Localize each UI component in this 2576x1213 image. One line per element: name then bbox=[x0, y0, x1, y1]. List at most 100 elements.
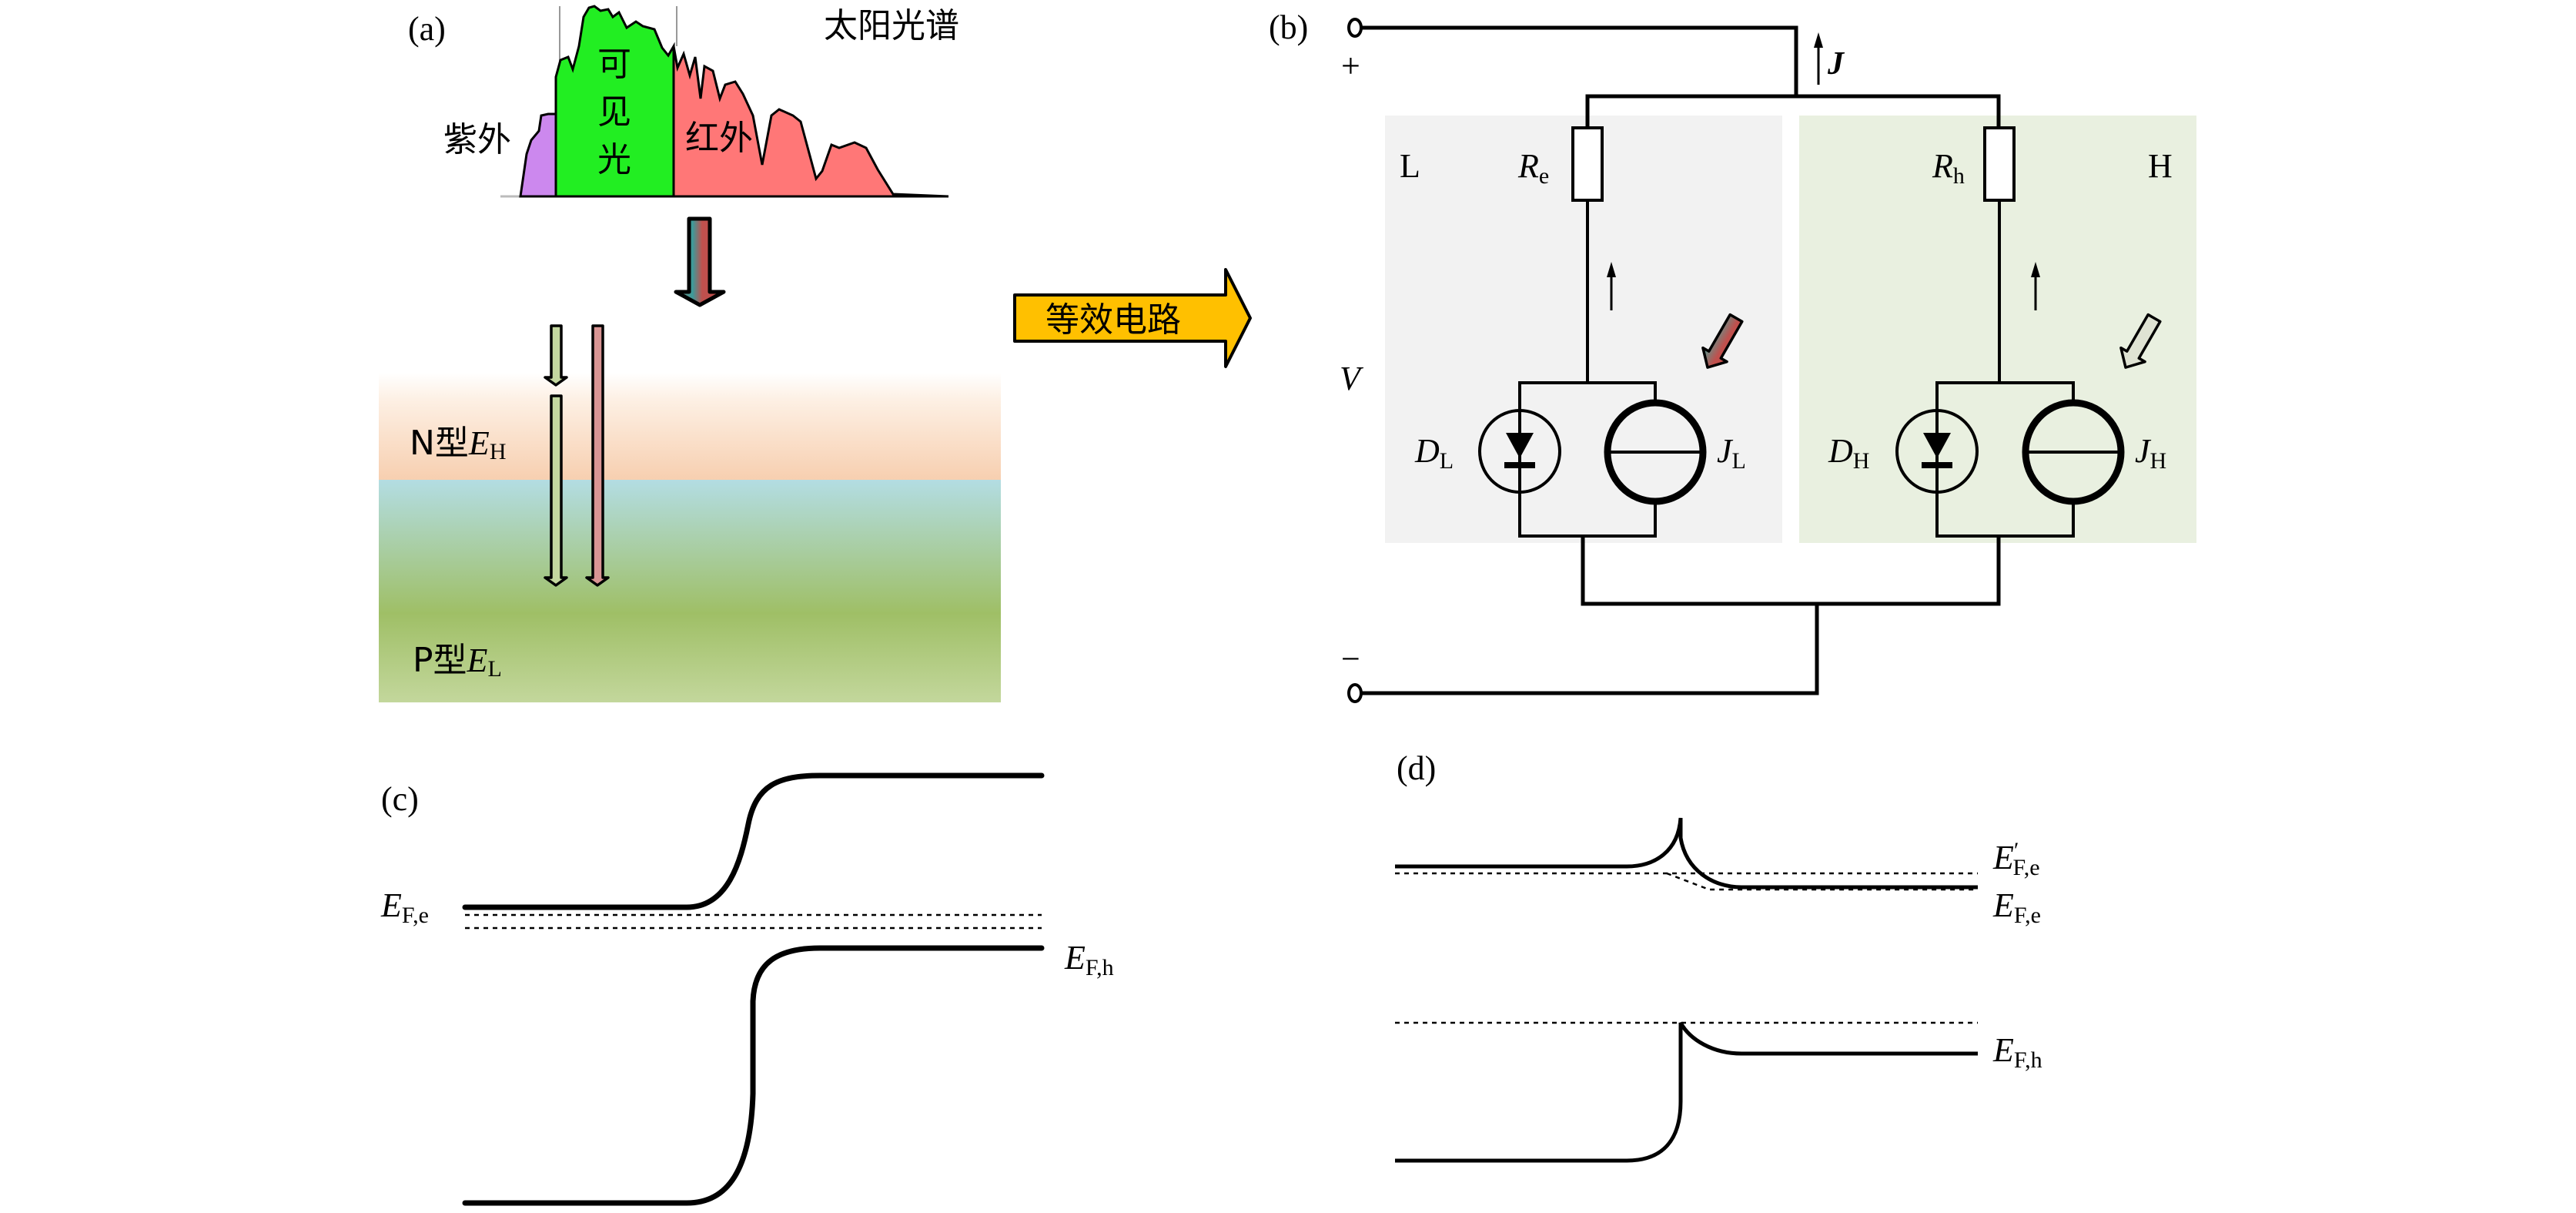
panel-c-label: (c) bbox=[381, 780, 419, 818]
branch-wire-top bbox=[1585, 94, 2001, 128]
p-type-prefix: P型 bbox=[413, 641, 467, 680]
n-type-subscript: H bbox=[490, 439, 507, 464]
diode-dl-bar bbox=[1504, 462, 1535, 468]
efe-prime-label-d: E′F,e bbox=[1992, 838, 2040, 880]
bottom-wire bbox=[1361, 604, 1819, 695]
re-symbol: R bbox=[1517, 147, 1539, 185]
n-type-label: N型EH bbox=[410, 424, 506, 464]
jl-symbol: J bbox=[1717, 432, 1734, 470]
negative-terminal bbox=[1347, 683, 1363, 703]
arrow-label: 等效电路 bbox=[1045, 300, 1181, 340]
jh-subscript: H bbox=[2150, 448, 2167, 474]
rh-subscript: h bbox=[1953, 163, 1965, 189]
plus-sign: + bbox=[1341, 47, 1360, 85]
resistor-re bbox=[1571, 126, 1604, 202]
block-h-box-bottom bbox=[1935, 490, 2075, 538]
efe-d-symbol: E bbox=[1992, 886, 2014, 924]
resistor-re-label: Re bbox=[1517, 147, 1549, 189]
resistor-rh-label: Rh bbox=[1932, 147, 1965, 189]
spectrum-title: 太阳光谱 bbox=[824, 6, 959, 45]
branch-wire-bottom bbox=[1581, 536, 2001, 606]
uv-label: 紫外 bbox=[443, 120, 511, 159]
panel-a-label: (a) bbox=[408, 10, 446, 48]
block-l-name: L bbox=[1400, 147, 1420, 185]
panel-d: (d) E′F,e EF,e EF,h bbox=[1395, 749, 2042, 1163]
block-h-box-top bbox=[1935, 381, 2075, 416]
visible-label-char-1: 可 bbox=[597, 45, 631, 84]
efh-c-symbol: E bbox=[1064, 939, 1086, 977]
p-type-symbol: E bbox=[467, 642, 488, 679]
positive-terminal bbox=[1347, 18, 1363, 38]
source-jh-label: JH bbox=[2135, 432, 2166, 474]
ir-label: 红外 bbox=[685, 119, 753, 158]
efe-label-d: EF,e bbox=[1992, 886, 2041, 928]
source-jl-label: JL bbox=[1717, 432, 1746, 474]
valence-band-c bbox=[462, 945, 1045, 1206]
equivalent-circuit-arrow: 等效电路 bbox=[1013, 268, 1252, 368]
panel-c: (c) EF,e EF,h bbox=[380, 772, 1114, 1206]
n-type-layer bbox=[379, 373, 1001, 480]
efe-prime-mark: ′ bbox=[2014, 838, 2019, 863]
efe-label-c: EF,e bbox=[380, 886, 429, 928]
efe-c-subscript: F,e bbox=[402, 903, 429, 928]
efh-label-d: EF,h bbox=[1992, 1031, 2042, 1073]
panel-a: (a) 太阳光谱 紫外 可 见 光 红外 N型EH P型EL bbox=[379, 5, 1001, 702]
total-current-arrowhead bbox=[1814, 32, 1823, 48]
jl-subscript: L bbox=[1732, 448, 1746, 474]
dl-subscript: L bbox=[1440, 448, 1454, 474]
n-type-symbol: E bbox=[468, 424, 490, 462]
resistor-rh bbox=[1983, 126, 2016, 202]
block-l-box-top bbox=[1518, 381, 1657, 416]
total-current-label: J bbox=[1827, 46, 1845, 82]
efe-prime-symbol: E bbox=[1992, 839, 2014, 876]
p-type-subscript: L bbox=[487, 656, 501, 682]
solar-spectrum: 太阳光谱 紫外 可 见 光 红外 bbox=[443, 5, 959, 198]
efe-c-symbol: E bbox=[380, 886, 402, 924]
arrow-shape bbox=[1013, 268, 1252, 368]
efh-c-subscript: F,h bbox=[1086, 955, 1114, 980]
conduction-band-d bbox=[1395, 817, 1978, 890]
top-wire bbox=[1361, 25, 1798, 96]
rh-symbol: R bbox=[1932, 147, 1953, 185]
visible-region bbox=[554, 5, 675, 198]
voltage-label: V bbox=[1340, 360, 1364, 397]
block-l: L Re DL JL bbox=[1400, 126, 1746, 538]
efe-prime-subscript: F,e bbox=[2012, 855, 2039, 880]
efe-line-d bbox=[1666, 872, 1978, 891]
block-h-current-arrowhead bbox=[2031, 262, 2040, 277]
diode-dh-triangle bbox=[1923, 433, 1951, 458]
minus-sign: − bbox=[1341, 640, 1360, 678]
efe-d-subscript: F,e bbox=[2014, 903, 2041, 928]
panel-d-label: (d) bbox=[1397, 749, 1436, 787]
valence-band-d bbox=[1395, 1021, 1978, 1163]
block-l-light-arrow bbox=[1701, 313, 1744, 369]
jh-symbol: J bbox=[2135, 432, 2152, 470]
ir-region bbox=[672, 45, 949, 198]
visible-label-char-3: 光 bbox=[597, 140, 631, 179]
ir-photon-arrow bbox=[585, 324, 610, 587]
uv-region bbox=[519, 112, 557, 198]
p-type-label: P型EL bbox=[413, 641, 502, 682]
re-subscript: e bbox=[1539, 163, 1549, 189]
p-type-layer bbox=[379, 480, 1001, 702]
block-l-box-bottom bbox=[1518, 490, 1657, 538]
dl-symbol: D bbox=[1414, 432, 1440, 470]
n-type-prefix: N型 bbox=[410, 424, 469, 463]
visible-photon-arrow-upper bbox=[544, 324, 568, 387]
incident-light-arrow bbox=[674, 216, 726, 307]
panel-b: (b) + − V J L Re bbox=[1269, 8, 2196, 703]
visible-label-char-2: 见 bbox=[597, 92, 631, 132]
conduction-band-c bbox=[462, 772, 1045, 910]
block-h-name: H bbox=[2148, 147, 2173, 185]
efh-d-subscript: F,h bbox=[2014, 1047, 2042, 1073]
efh-d-symbol: E bbox=[1992, 1031, 2014, 1069]
block-h: H Rh D H JH bbox=[1828, 126, 2173, 538]
dh-symbol: D bbox=[1828, 432, 1853, 470]
efh-label-c: EF,h bbox=[1064, 939, 1114, 980]
block-h-light-arrow bbox=[2119, 313, 2162, 369]
diode-dl-label: DL bbox=[1414, 432, 1454, 474]
diode-dh-bar bbox=[1922, 462, 1952, 468]
block-l-current-arrowhead bbox=[1607, 262, 1616, 277]
visible-photon-arrow-lower bbox=[544, 394, 568, 587]
